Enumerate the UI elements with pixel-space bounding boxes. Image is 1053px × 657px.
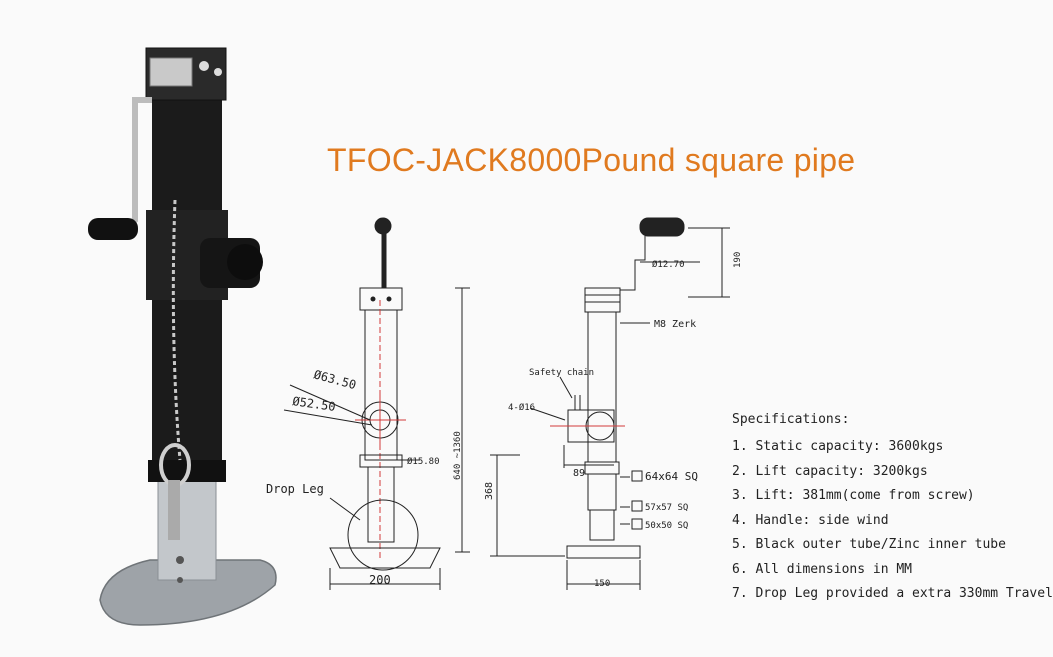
safety-chain [171,199,182,461]
label-safety-chain: Safety chain [529,368,594,378]
front-view [283,217,470,590]
label-tube-50: 50x50 SQ [645,521,688,531]
jack-photo [88,47,277,626]
dim-handle-length: 190 [733,252,743,268]
label-drop-leg: Drop Leg [266,482,324,496]
specs-heading: Specifications: [732,412,850,427]
side-view [490,217,730,590]
dim-side-width: 150 [594,579,610,589]
spec-item: 4. Handle: side wind [732,512,889,528]
label-tube-57: 57x57 SQ [645,503,688,513]
dim-dia-outer: Ø63.50 [312,367,358,392]
dim-handle-dia: Ø12.70 [652,259,685,270]
foot-plate [99,559,277,626]
dim-dia-pin: Ø15.80 [407,456,440,467]
dim-holes: 4-Ø16 [508,402,535,413]
dim-dia-inner: Ø52.50 [292,394,337,414]
dim-foot-height: 368 [484,482,495,500]
label-tube-64: 64x64 SQ [645,470,698,483]
dim-front-width: 200 [369,573,391,587]
product-title: TFOC-JACK8000Pound square pipe [327,142,856,178]
label-m8-zerk: M8 Zerk [654,319,696,330]
dim-offset: 89 [573,468,585,479]
spec-item: 3. Lift: 381mm(come from screw) [732,488,975,503]
crank-grip [88,218,138,240]
spec-item: 1. Static capacity: 3600kgs [732,439,944,454]
spec-item: 7. Drop Leg provided a extra 330mm Trave… [732,586,1053,601]
dim-height-range: 640 ~1360 [453,431,463,480]
spec-item: 2. Lift capacity: 3200kgs [732,463,928,479]
zinc-inner-tube [157,479,217,581]
spec-item: 6. All dimensions in MM [732,561,913,577]
spec-item: 5. Black outer tube/Zinc inner tube [732,537,1006,552]
specifications: Specifications: 1. Static capacity: 3600… [732,412,1053,611]
